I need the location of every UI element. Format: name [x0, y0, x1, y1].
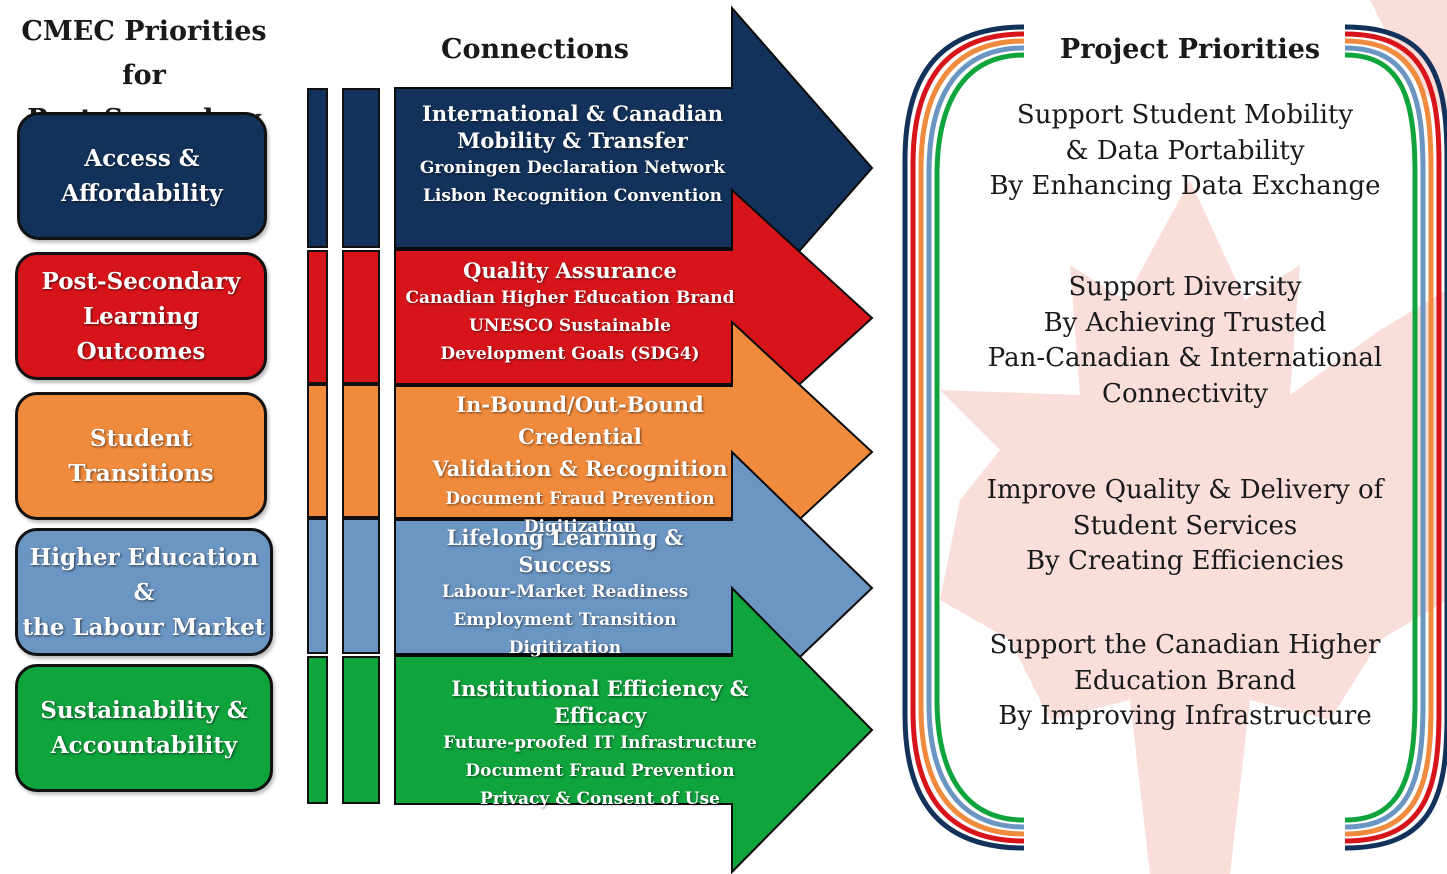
priority-learning-outcomes: Post-Secondary Learning Outcomes: [15, 252, 267, 380]
project-priority-line: By Achieving Trusted: [1043, 307, 1327, 338]
connection-item: Canadian Higher Education Brand: [405, 288, 735, 308]
project-priority-line: Connectivity: [1102, 378, 1268, 409]
priority-labour-market: Higher Education & the Labour Market: [15, 528, 273, 656]
project-priority-1: Support Student Mobility & Data Portabil…: [975, 98, 1395, 205]
project-priority-line: Improve Quality & Delivery of: [986, 475, 1384, 505]
connection-title: Lifelong Learning & Success: [446, 525, 684, 577]
connector-bar-red: [307, 250, 328, 384]
arrow-institutional-efficiency: [394, 585, 874, 874]
priority-label: Sustainability & Accountability: [40, 697, 248, 759]
connection-item: Digitization: [523, 517, 637, 537]
project-priority-line: By Enhancing Data Exchange: [989, 171, 1381, 201]
project-priority-4: Support the Canadian Higher Education Br…: [975, 628, 1395, 735]
connection-title: International & Canadian Mobility & Tran…: [422, 101, 723, 153]
connection-item: Privacy & Consent of Use: [479, 789, 721, 809]
project-priority-line: Support Student Mobility: [1016, 100, 1354, 130]
project-priority-line: & Data Portability: [1065, 135, 1305, 166]
project-priority-line: Support Diversity: [1068, 272, 1302, 302]
priority-label: Student Transitions: [68, 425, 214, 487]
connection-title: Institutional Efficiency & Efficacy: [451, 676, 749, 728]
connection-item: Groningen Declaration Network: [419, 158, 726, 178]
project-priority-line: By Improving Infrastructure: [998, 701, 1372, 731]
priority-label: Post-Secondary Learning Outcomes: [41, 267, 241, 365]
connection-item: Labour-Market Readiness: [441, 582, 689, 602]
project-priority-line: Pan-Canadian & International: [987, 343, 1383, 373]
connections-heading: Connections: [441, 34, 629, 65]
connector-bar-navy: [307, 88, 328, 248]
connection-text-1: International & Canadian Mobility & Tran…: [400, 100, 745, 210]
connection-text-3: In-Bound/Out-Bound Credential Validation…: [400, 389, 760, 541]
priority-label: Higher Education & the Labour Market: [22, 543, 266, 641]
project-priority-line: Education Brand: [1073, 665, 1297, 696]
connection-item: Employment Transition: [453, 610, 677, 630]
connection-item: Lisbon Recognition Convention: [422, 186, 723, 206]
connector-bar-orange: [342, 384, 380, 518]
connection-item: Development Goals (SDG4): [440, 344, 700, 364]
connection-item: UNESCO Sustainable: [469, 316, 671, 336]
priority-label: Access & Affordability: [61, 145, 223, 207]
project-priority-line: Support the Canadian Higher: [989, 630, 1381, 660]
cmec-priorities-heading-line1: CMEC Priorities for: [21, 16, 267, 91]
connector-bar-orange: [307, 384, 328, 518]
connection-title: In-Bound/Out-Bound Credential Validation…: [432, 392, 728, 481]
priority-student-transitions: Student Transitions: [15, 392, 267, 520]
connector-bar-green: [342, 656, 380, 804]
connection-text-4: Lifelong Learning & Success Labour-Marke…: [400, 524, 730, 662]
priority-sustainability: Sustainability & Accountability: [15, 664, 273, 792]
project-priority-3: Improve Quality & Delivery of Student Se…: [975, 473, 1395, 580]
project-priority-line: Student Services: [1072, 510, 1298, 541]
priority-access-affordability: Access & Affordability: [17, 112, 267, 240]
project-priority-2: Support Diversity By Achieving Trusted P…: [975, 270, 1395, 412]
project-priority-line: By Creating Efficiencies: [1025, 546, 1345, 576]
connector-bar-green: [307, 656, 328, 804]
connection-item: Document Fraud Prevention: [465, 761, 735, 781]
connection-item: Future-proofed IT Infrastructure: [443, 733, 757, 753]
connection-text-5: Institutional Efficiency & Efficacy Futu…: [410, 675, 790, 813]
connection-title: Quality Assurance: [463, 258, 677, 283]
connection-item: Digitization: [508, 638, 622, 658]
connector-bar-blue: [342, 518, 380, 654]
connector-bar-navy: [342, 88, 380, 248]
project-priorities-heading: Project Priorities: [1059, 34, 1321, 65]
connection-text-2: Quality Assurance Canadian Higher Educat…: [400, 257, 740, 368]
connector-bar-red: [342, 250, 380, 384]
connector-bar-blue: [307, 518, 328, 654]
connection-item: Document Fraud Prevention: [445, 489, 715, 509]
